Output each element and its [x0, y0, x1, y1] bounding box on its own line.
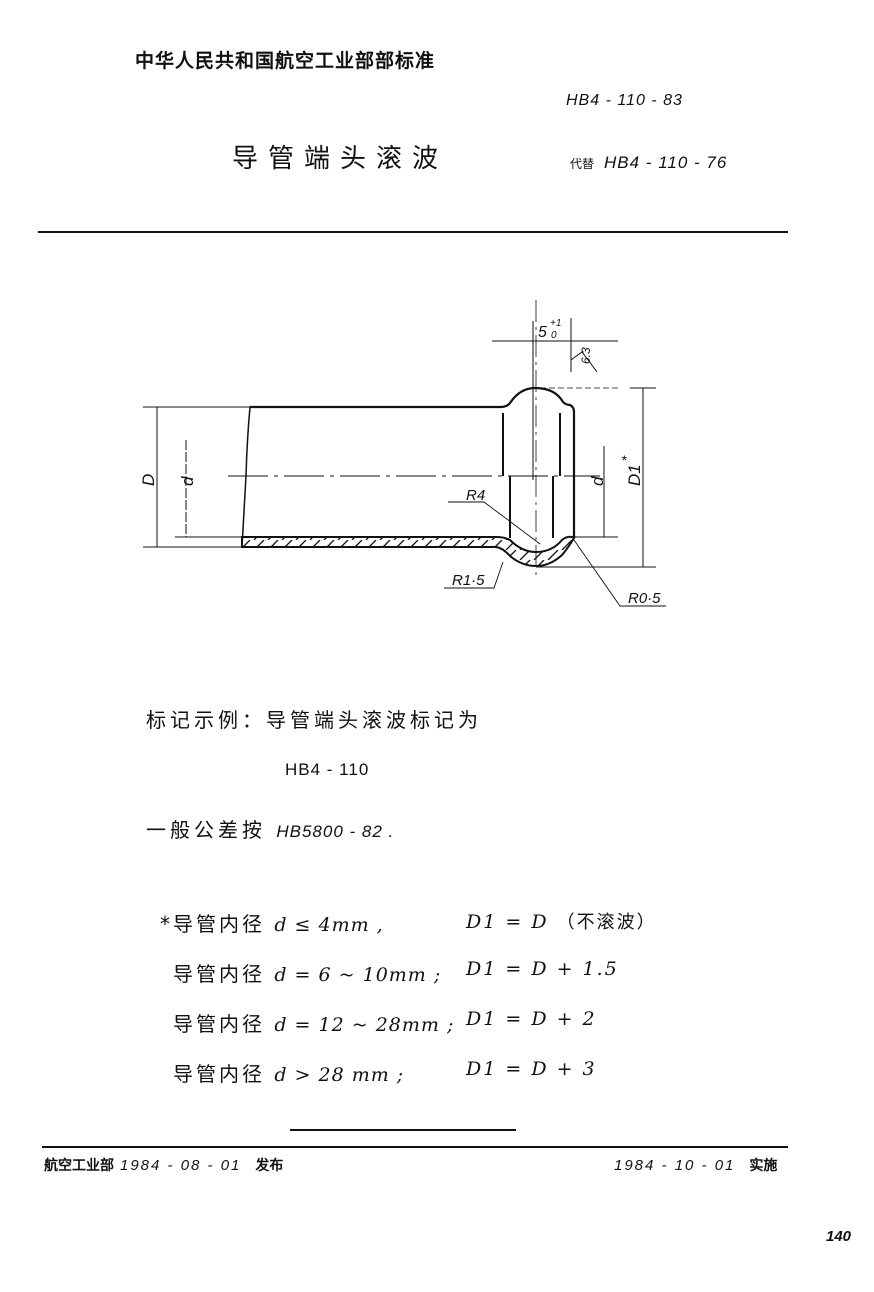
marking-example: 标记示例：导管端头滚波标记为 — [146, 708, 482, 732]
footer-divider — [42, 1146, 788, 1148]
rule-result: D1 = D + 1.5 — [466, 958, 619, 980]
rule-row: 导管内径 d = 12 ~ 28mm ; D1 = D + 2 — [173, 1008, 595, 1037]
label-outer-diameter: D — [139, 474, 158, 486]
issue-info: 航空工业部 1984 - 08 - 01 发布 — [44, 1155, 283, 1175]
asterisk-marker: * — [160, 912, 173, 936]
rule-condition: d > 28 mm ; — [274, 1064, 405, 1086]
issue-date: 1984 - 08 - 01 — [120, 1157, 242, 1174]
label-bead-diameter: D1 — [625, 464, 644, 486]
replaces-number: HB4 - 110 - 76 — [604, 153, 728, 172]
label-inner-diameter-left: d — [178, 476, 197, 486]
marking-code: HB4 - 110 — [285, 760, 370, 779]
rule-note: （不滚波） — [556, 912, 657, 933]
effective-date: 1984 - 10 - 01 — [614, 1157, 736, 1174]
label-inner-diameter-right: d — [588, 476, 607, 486]
radius-r0-5: R0·5 — [628, 590, 661, 607]
replaces-standard: 代替 HB4 - 110 - 76 — [570, 153, 727, 173]
rule-condition: d ≤ 4mm , — [274, 914, 384, 936]
general-tolerance: 一般公差按 HB5800 - 82 . — [146, 814, 394, 843]
effective-info: 1984 - 10 - 01 实施 — [608, 1155, 777, 1175]
general-tolerance-prefix: 一般公差按 — [146, 818, 266, 842]
svg-text:+1: +1 — [550, 318, 561, 329]
tube-end-bead-drawing: 5 +1 0 6.3 D d d D1 * R4 R1·5 R0·5 — [139, 300, 666, 607]
rule-label: 导管内径 — [173, 1012, 265, 1036]
organization-title: 中华人民共和国航空工业部部标准 — [135, 50, 436, 72]
rule-row: *导管内径 d ≤ 4mm , D1 = D （不滚波） — [160, 908, 655, 937]
general-tolerance-standard: HB5800 - 82 . — [276, 822, 395, 841]
label-asterisk: * — [621, 452, 627, 468]
rule-label: 导管内径 — [173, 912, 265, 936]
radius-r1-5: R1·5 — [452, 572, 485, 589]
rule-label: 导管内径 — [173, 962, 265, 986]
rule-result: D1 = D + 3 — [466, 1058, 597, 1080]
replaces-label: 代替 — [570, 157, 595, 171]
footer-short-divider — [290, 1129, 516, 1131]
header-divider — [38, 231, 788, 233]
effective-label: 实施 — [749, 1158, 778, 1174]
document-title: 导管端头滚波 — [232, 144, 449, 174]
rule-condition: d = 12 ~ 28mm ; — [274, 1014, 455, 1036]
standard-number: HB4 - 110 - 83 — [566, 92, 683, 109]
rule-row: 导管内径 d > 28 mm ; D1 = D + 3 — [173, 1058, 595, 1087]
rule-condition: d = 6 ~ 10mm ; — [274, 964, 442, 986]
rule-label: 导管内径 — [173, 1062, 265, 1086]
dim-width-label: 5 — [538, 324, 547, 341]
rule-result: D1 = D — [466, 911, 549, 933]
rule-row: 导管内径 d = 6 ~ 10mm ; D1 = D + 1.5 — [173, 958, 617, 987]
rule-result: D1 = D + 2 — [466, 1008, 597, 1030]
issuer: 航空工业部 — [44, 1158, 114, 1174]
issue-label: 发布 — [255, 1158, 284, 1174]
page-number: 140 — [826, 1228, 852, 1245]
roughness-value: 6.3 — [579, 347, 593, 364]
radius-r4: R4 — [466, 487, 485, 504]
svg-text:0: 0 — [551, 330, 557, 341]
